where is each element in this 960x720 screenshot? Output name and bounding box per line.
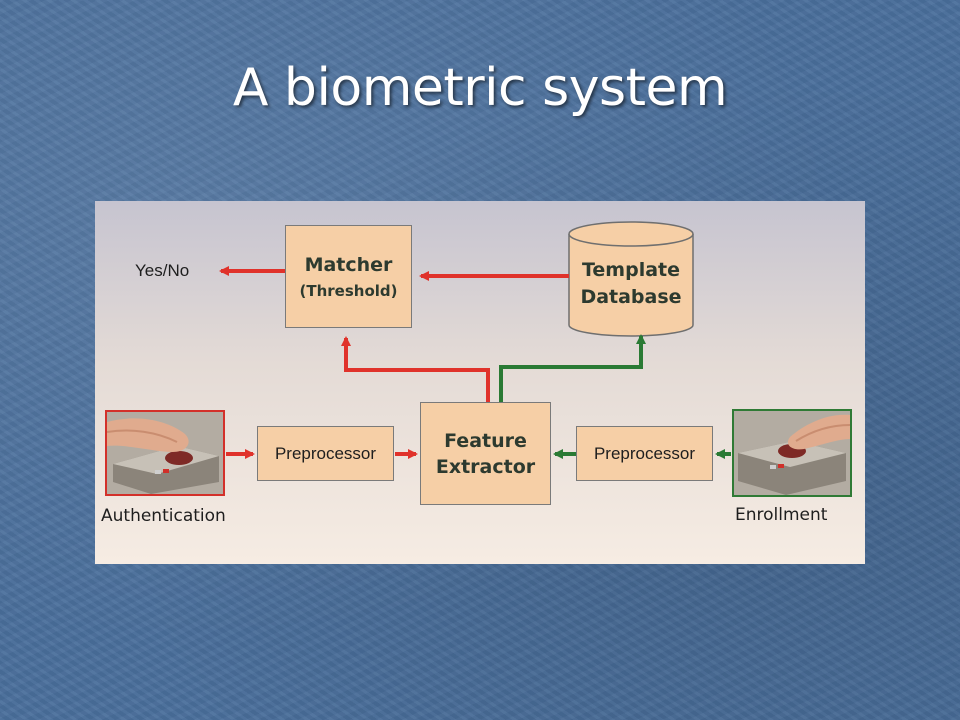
diagram-connectors: [219, 221, 731, 459]
feature-extractor-box: Feature Extractor: [420, 402, 551, 505]
matcher-box: Matcher (Threshold): [285, 225, 412, 328]
preprocessor-right-label: Preprocessor: [593, 443, 696, 463]
authentication-scanner-image: [105, 410, 225, 496]
database-line-2: Database: [580, 286, 682, 308]
preprocessor-left-box: Preprocessor: [257, 426, 394, 481]
feature-extractor-line-1: Feature: [444, 429, 527, 452]
preprocessor-left-label: Preprocessor: [274, 443, 377, 463]
biometric-diagram: Template Database Matcher (Threshold) Fe…: [95, 201, 865, 564]
matcher-sublabel: (Threshold): [299, 281, 398, 300]
authentication-label: Authentication: [101, 506, 226, 526]
slide-title: A biometric system: [232, 58, 728, 118]
output-label: Yes/No: [135, 261, 190, 280]
database-cylinder: [568, 221, 694, 337]
matcher-label: Matcher: [304, 253, 393, 276]
preprocessor-right-box: Preprocessor: [576, 426, 713, 481]
database-line-1: Template: [581, 259, 681, 281]
feature-extractor-line-2: Extractor: [435, 455, 536, 478]
enrollment-label: Enrollment: [735, 505, 828, 525]
enrollment-scanner-image: [732, 409, 852, 497]
fingerprint-scanner-icon: [734, 411, 850, 495]
fingerprint-scanner-icon: [107, 412, 223, 494]
arrow-extractor-to-matcher: [341, 336, 490, 402]
template-database-label: Template Database: [568, 257, 694, 311]
arrow-extractor-to-database: [499, 334, 646, 402]
